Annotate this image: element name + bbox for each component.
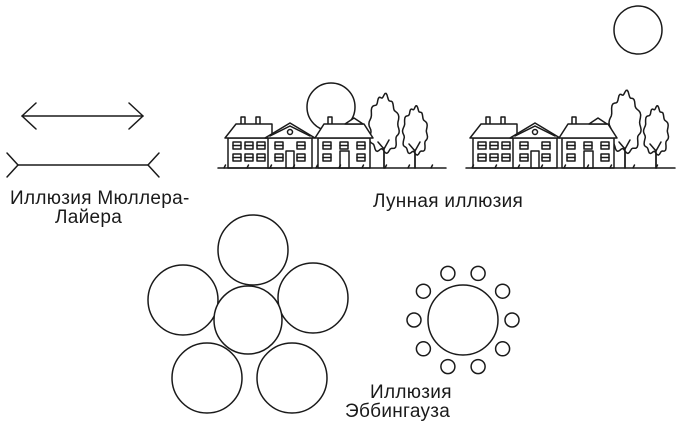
grass-tuft [586, 164, 590, 169]
surround-circle-small [470, 358, 486, 375]
grass-tuft [517, 164, 521, 169]
moon-scene-high-sky [465, 5, 676, 169]
grass-tuft [430, 164, 434, 169]
surround-circle-large [147, 264, 219, 336]
arrowhead-left [21, 102, 37, 130]
surround-circle-large [256, 342, 328, 414]
gable-round-window [286, 128, 294, 136]
grass-tuft [655, 164, 659, 169]
surround-circle-small [494, 341, 511, 357]
grass-tuft [384, 164, 388, 169]
grass-tuft [246, 164, 250, 169]
tree-branches [377, 139, 390, 150]
muller-lyer-arrowheads-line [21, 102, 144, 130]
surround-circle-large [171, 342, 243, 414]
tree-branches [408, 141, 421, 152]
muller-lyer-label-continued: Лайера [55, 207, 123, 228]
tree-crown [642, 105, 670, 156]
tree-branches [649, 141, 662, 152]
surround-circle-small [415, 341, 432, 357]
grass-tuft [563, 164, 567, 169]
door [530, 150, 540, 169]
roof-dormer [588, 117, 608, 125]
house-roof [469, 123, 518, 139]
moon-illusion-label: Лунная иллюзия [373, 191, 524, 212]
ebbinghaus-label-continued: Эббингауза [345, 401, 451, 422]
surround-circle-small [470, 265, 486, 282]
fin-left [6, 152, 19, 178]
tree-branches [618, 139, 631, 150]
house-gable [264, 122, 316, 139]
house-roof [314, 123, 374, 139]
surround-circle-small [406, 312, 422, 328]
grass-tuft [292, 164, 296, 169]
moon-high-in-sky [613, 5, 663, 55]
muller-lyer-figure [6, 102, 160, 178]
house-narrow [558, 116, 618, 169]
ebbinghaus-small-surround [406, 265, 520, 375]
tree [368, 92, 400, 169]
grass-tuft [407, 164, 411, 169]
grass-tuft [315, 164, 319, 169]
grass-tuft [471, 164, 475, 169]
grass-tuft [540, 164, 544, 169]
gable-trim [514, 125, 556, 137]
tree [401, 105, 429, 169]
grass-tuft [609, 164, 613, 169]
grass-tuft [494, 164, 498, 169]
surround-circle-small [494, 283, 511, 299]
grass-tuft [632, 164, 636, 169]
gable-trim [269, 125, 311, 137]
house-gable [509, 122, 561, 139]
tree [642, 105, 670, 169]
center-circle [427, 284, 499, 356]
muller-lyer-label: Иллюзия Мюллера- [10, 188, 190, 209]
house-wide [469, 116, 561, 169]
surround-circle-small [440, 265, 456, 282]
center-circle [213, 285, 283, 355]
tree-crown [401, 105, 429, 156]
roof-dormer [344, 117, 364, 125]
ebbinghaus-label: Иллюзия [370, 382, 452, 403]
surround-circle-large [277, 262, 349, 334]
house-roof [224, 123, 273, 139]
door [285, 150, 295, 169]
arrowhead-right [128, 102, 144, 130]
house-wide [224, 116, 316, 169]
ebbinghaus-large-surround [147, 214, 349, 414]
surround-circle-small [415, 283, 432, 299]
surround-circle-large [217, 214, 289, 286]
surround-circle-small [440, 358, 456, 375]
tree-crown [368, 92, 400, 155]
house-roof [558, 123, 618, 139]
muller-lyer-fins-line [6, 152, 160, 178]
fin-right [147, 152, 160, 178]
grass-tuft [361, 164, 365, 169]
grass-tuft [223, 164, 227, 169]
house-narrow [314, 116, 374, 169]
surround-circle-small [504, 312, 520, 328]
gable-round-window [531, 128, 539, 136]
grass-tuft [269, 164, 273, 169]
door [339, 150, 350, 169]
moon-scene-near-horizon [217, 82, 447, 169]
grass-tuft [338, 164, 342, 169]
